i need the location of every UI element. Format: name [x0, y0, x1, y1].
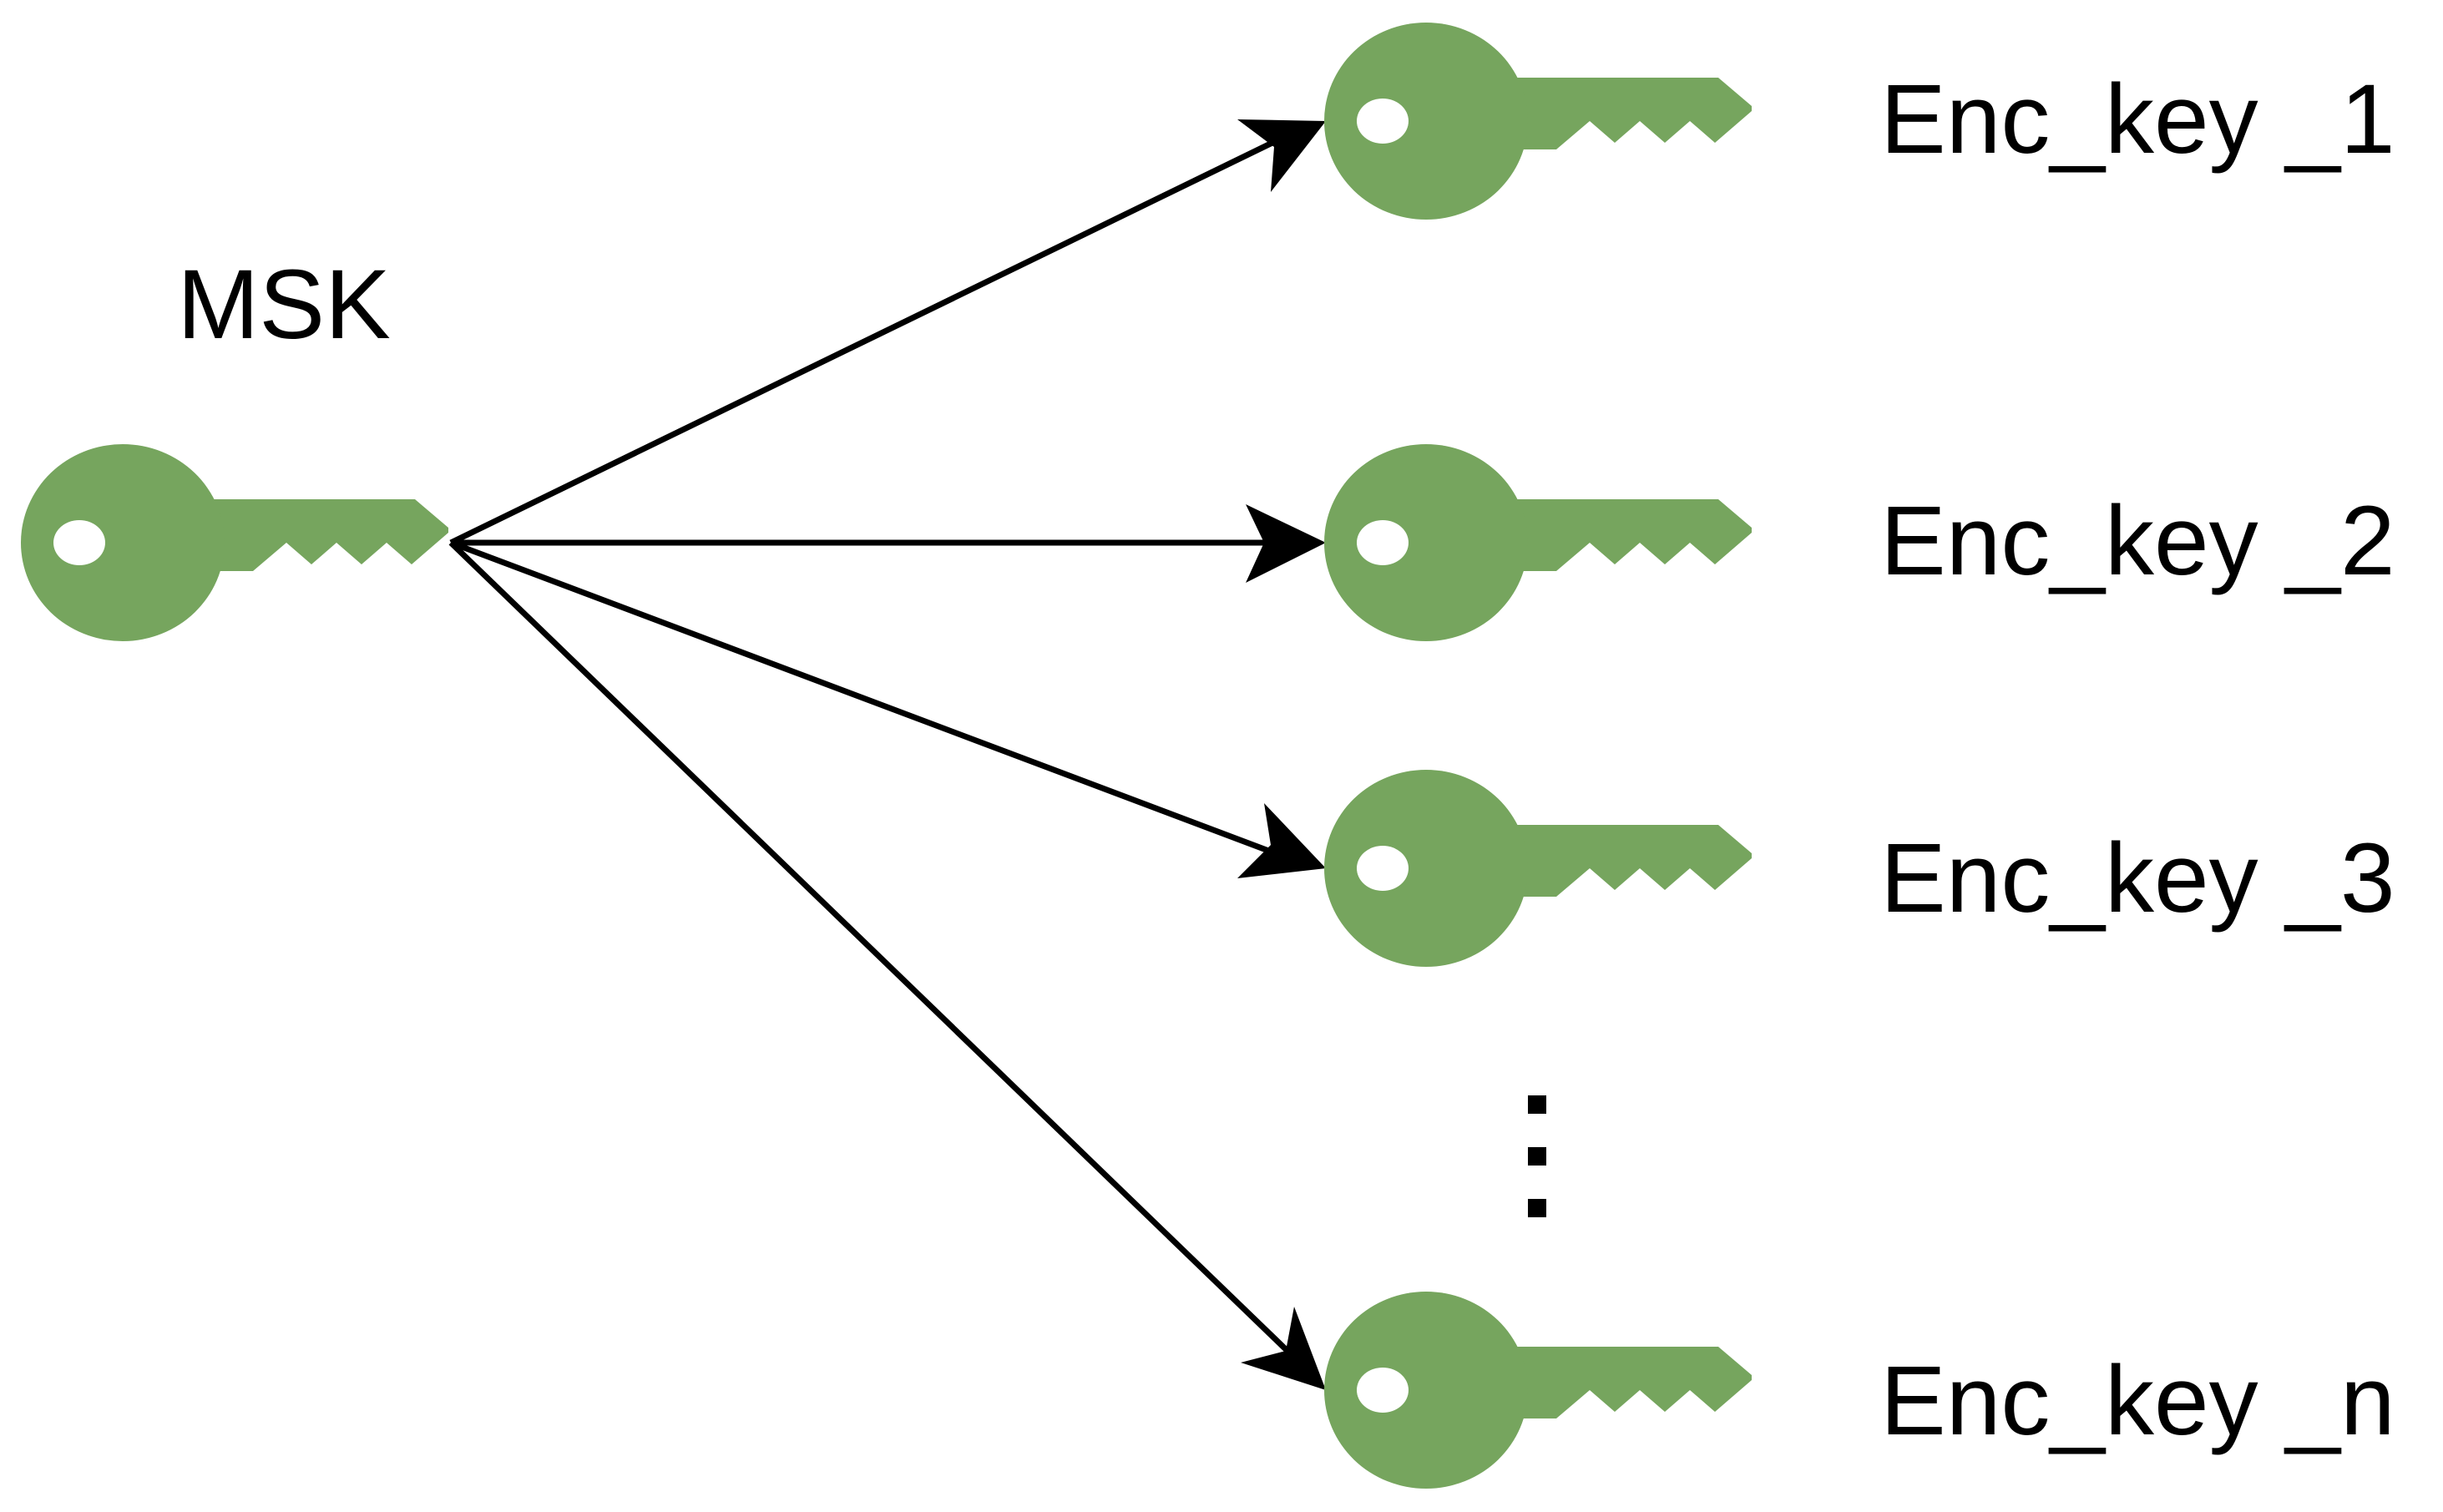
enc-key-n-icon — [1324, 1292, 1752, 1489]
vertical-ellipsis — [1528, 1095, 1546, 1217]
enc-key-1-icon — [1324, 23, 1752, 220]
arrowhead-2 — [1246, 504, 1326, 583]
arrowhead-1 — [1237, 119, 1326, 192]
arrows-group — [448, 119, 1326, 1390]
arrowhead-n — [1241, 1307, 1326, 1390]
msk-key-icon — [21, 444, 448, 641]
arrow-to-enc-key-3 — [449, 539, 1279, 857]
enc-key-3-icon — [1324, 770, 1752, 967]
arrow-to-enc-key-1 — [449, 137, 1279, 546]
enc-key-3-label: Enc_key _3 — [1880, 823, 2395, 933]
arrowhead-3 — [1237, 803, 1326, 878]
msk-label: MSK — [177, 250, 391, 360]
enc-key-1-label: Enc_key _1 — [1880, 64, 2395, 174]
enc-key-2-icon — [1324, 444, 1752, 641]
enc-key-n-label: Enc_key _n — [1880, 1346, 2395, 1456]
enc-key-2-label: Enc_key _2 — [1880, 486, 2395, 596]
arrow-to-enc-key-n — [448, 540, 1292, 1355]
